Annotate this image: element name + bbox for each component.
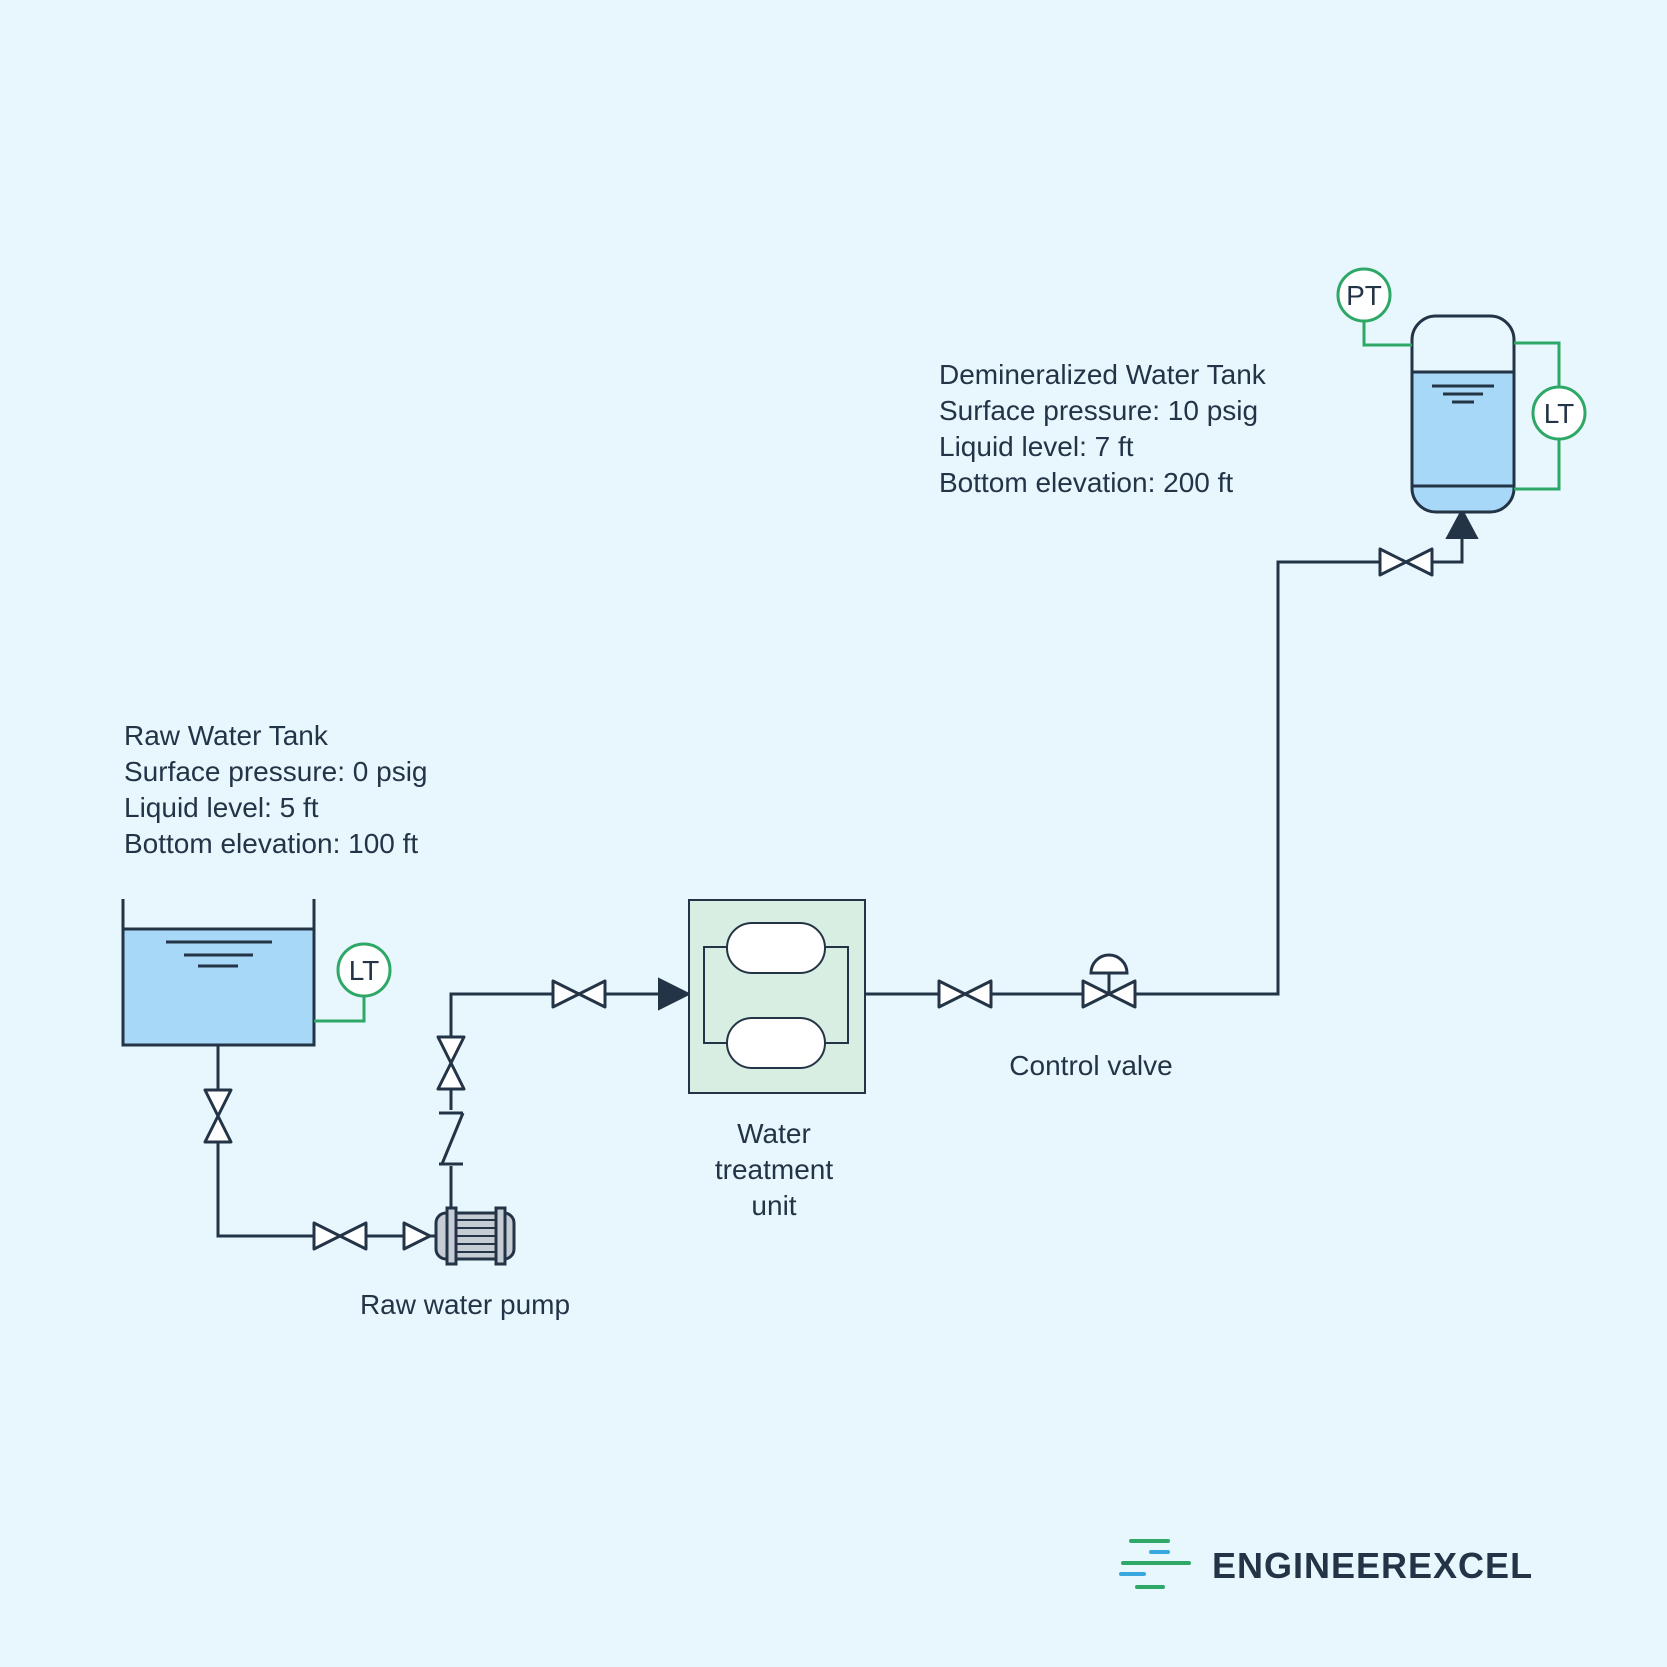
treatment-inlet-arrow-icon xyxy=(658,977,692,1011)
piping xyxy=(216,535,1464,1238)
raw-tank-level: Liquid level: 5 ft xyxy=(124,792,319,823)
control-valve-actuator-icon xyxy=(1089,953,1129,975)
brand-name: ENGINEEREXCEL xyxy=(1212,1545,1533,1586)
demin-tank-shell xyxy=(1410,314,1516,514)
demin-tank-info: Demineralized Water Tank Surface pressur… xyxy=(939,359,1267,498)
raw-tank-lt-signal xyxy=(314,996,366,1023)
raw-tank-level-transmitter: LT xyxy=(314,942,392,1023)
raw-tank-title: Raw Water Tank xyxy=(124,720,329,751)
raw-tank-shell xyxy=(121,899,316,1047)
treatment-vessel-top xyxy=(726,922,826,974)
pump-discharge-pipe xyxy=(449,992,660,1210)
raw-tank-lt-label: LT xyxy=(349,955,380,986)
demin-tank-elevation: Bottom elevation: 200 ft xyxy=(939,467,1233,498)
demin-tank-lt-bubble xyxy=(1531,385,1587,441)
treatment-label-line2: treatment xyxy=(715,1154,833,1185)
raw-tank-pressure: Surface pressure: 0 psig xyxy=(124,756,428,787)
treatment-outlet-pipe xyxy=(866,535,1464,996)
demin-tank-pt-label: PT xyxy=(1346,280,1382,311)
demin-tank-level-icon xyxy=(1432,384,1494,404)
control-valve-label: Control valve xyxy=(1009,1050,1172,1081)
demin-tank-inlet-arrow-icon xyxy=(1445,507,1479,539)
control-valve: Control valve xyxy=(1009,953,1173,1081)
treatment-vessel-bottom xyxy=(726,1017,826,1069)
pump-inlet-arrow-icon xyxy=(402,1221,432,1251)
demin-tank-inlet-valve xyxy=(1378,547,1434,577)
pump-fins xyxy=(456,1219,496,1253)
treatment-inlet-valve xyxy=(551,979,607,1009)
brand-logo: ENGINEEREXCEL xyxy=(1119,1539,1533,1589)
pump-discharge-valve xyxy=(436,1035,466,1091)
raw-tank-liquid xyxy=(123,929,314,1045)
tank-outlet-pipe xyxy=(216,1045,438,1238)
demin-tank-title: Demineralized Water Tank xyxy=(939,359,1267,390)
raw-water-pump: Raw water pump xyxy=(360,1206,570,1320)
demin-tank-level: Liquid level: 7 ft xyxy=(939,431,1134,462)
pump-label: Raw water pump xyxy=(360,1289,570,1320)
pump-check-valve xyxy=(439,1110,465,1166)
demin-tank-pt-signal xyxy=(1362,322,1412,347)
demin-tank-level-transmitter: LT xyxy=(1514,341,1587,491)
water-treatment-unit: Water treatment unit xyxy=(688,899,866,1221)
demin-tank-pressure-transmitter: PT xyxy=(1336,267,1412,347)
demineralized-water-tank xyxy=(1410,314,1516,514)
raw-tank-info: Raw Water Tank Surface pressure: 0 psig … xyxy=(124,720,428,859)
pump-suction-valve xyxy=(312,1221,368,1251)
raw-tank-level-icon xyxy=(166,940,272,968)
raw-tank-lt-bubble xyxy=(336,942,392,998)
treatment-label-line1: Water xyxy=(737,1118,811,1149)
brand-logo-icon xyxy=(1119,1539,1191,1589)
raw-tank-elevation: Bottom elevation: 100 ft xyxy=(124,828,418,859)
demin-tank-pt-bubble xyxy=(1336,267,1392,323)
demin-tank-lt-signal-bottom xyxy=(1514,439,1561,491)
raw-water-tank xyxy=(121,899,316,1047)
treatment-outlet-valve xyxy=(937,979,993,1009)
treatment-label-line3: unit xyxy=(751,1190,796,1221)
demin-tank-pressure: Surface pressure: 10 psig xyxy=(939,395,1258,426)
demin-tank-lt-signal-top xyxy=(1514,341,1561,387)
raw-tank-outlet-valve xyxy=(203,1088,233,1144)
demin-tank-lt-label: LT xyxy=(1544,398,1575,429)
